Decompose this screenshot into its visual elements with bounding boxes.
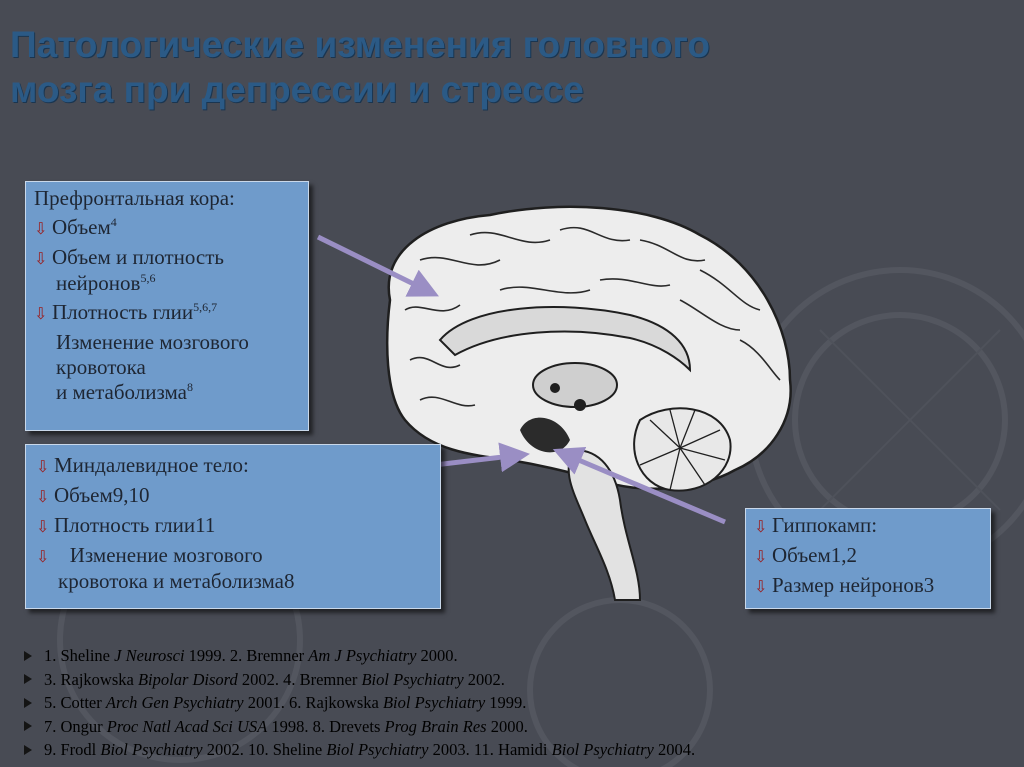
amygdala-box: ⇩Миндалевидное тело: ⇩Объем9,10 ⇩Плотнос… bbox=[25, 444, 441, 609]
reference-line: 9. Frodl Biol Psychiatry 2002. 10. Sheli… bbox=[44, 738, 944, 762]
prefrontal-cortex-box: Префронтальная кора: ⇩Объем4 ⇩Объем и пл… bbox=[25, 181, 309, 431]
reference-line: 3. Rajkowska Bipolar Disord 2002. 4. Bre… bbox=[44, 668, 944, 692]
down-arrow-icon: ⇩ bbox=[754, 574, 772, 599]
triangle-right-icon bbox=[24, 721, 32, 731]
triangle-right-icon bbox=[24, 674, 32, 684]
prefrontal-blood-flow: Изменение мозгового bbox=[34, 330, 300, 355]
prefrontal-volume: ⇩Объем4 bbox=[34, 215, 300, 241]
down-arrow-icon: ⇩ bbox=[36, 454, 54, 479]
down-arrow-icon: ⇩ bbox=[36, 544, 54, 569]
prefrontal-glia-density: ⇩Плотность глии5,6,7 bbox=[34, 300, 300, 326]
triangle-right-icon bbox=[24, 651, 32, 661]
amygdala-blood-flow: ⇩ Изменение мозгового bbox=[36, 543, 430, 569]
prefrontal-neuron-density: ⇩Объем и плотность bbox=[34, 245, 300, 271]
hippocampus-neuron-size: ⇩Размер нейронов3 bbox=[754, 573, 982, 599]
reference-line: 7. Ongur Proc Natl Acad Sci USA 1998. 8.… bbox=[44, 715, 944, 739]
down-arrow-icon: ⇩ bbox=[36, 514, 54, 539]
prefrontal-heading: Префронтальная кора: bbox=[34, 186, 300, 211]
reference-line: 1. Sheline J Neurosci 1999. 2. Bremner A… bbox=[44, 644, 944, 668]
amygdala-heading: ⇩Миндалевидное тело: bbox=[36, 453, 430, 479]
down-arrow-icon: ⇩ bbox=[36, 484, 54, 509]
amygdala-volume: ⇩Объем9,10 bbox=[36, 483, 430, 509]
down-arrow-icon: ⇩ bbox=[754, 544, 772, 569]
down-arrow-icon: ⇩ bbox=[754, 514, 772, 539]
triangle-right-icon bbox=[24, 745, 32, 755]
down-arrow-icon: ⇩ bbox=[34, 216, 52, 241]
hippocampus-box: ⇩Гиппокамп: ⇩Объем1,2 ⇩Размер нейронов3 bbox=[745, 508, 991, 609]
down-arrow-icon: ⇩ bbox=[34, 301, 52, 326]
down-arrow-icon: ⇩ bbox=[34, 246, 52, 271]
references-list: 1. Sheline J Neurosci 1999. 2. Bremner A… bbox=[44, 644, 944, 762]
reference-line: 5. Cotter Arch Gen Psychiatry 2001. 6. R… bbox=[44, 691, 944, 715]
triangle-right-icon bbox=[24, 698, 32, 708]
cerebellum bbox=[634, 408, 730, 490]
hippocampus-volume: ⇩Объем1,2 bbox=[754, 543, 982, 569]
hippocampus-heading: ⇩Гиппокамп: bbox=[754, 513, 982, 539]
amygdala-glia-density: ⇩Плотность глии11 bbox=[36, 513, 430, 539]
